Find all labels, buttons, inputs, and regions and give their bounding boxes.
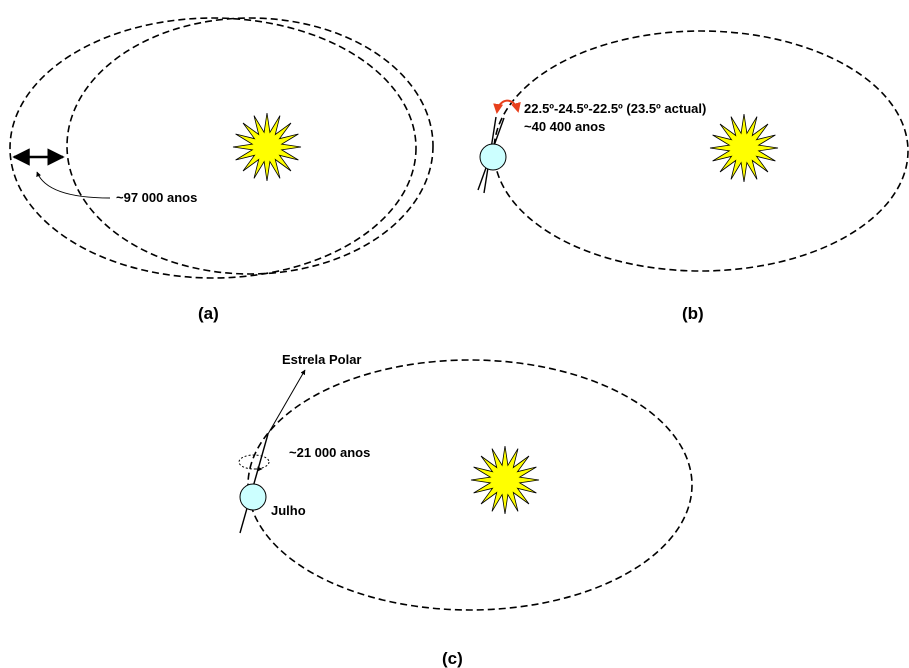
orbit-b [493,30,909,272]
tilt-range-label: 22.5º-24.5º-22.5º (23.5º actual) [524,101,706,116]
orbit-outer [9,17,417,279]
orbit-inner [66,17,434,275]
sun-rays [470,445,540,515]
curved-arrow-icon [36,171,111,199]
axis-line [239,433,269,534]
precession-period-label: ~21 000 anos [289,445,370,460]
earth-icon [479,143,507,171]
earth-icon [239,483,267,511]
sun-icon [232,112,302,182]
orbit-c [247,359,693,611]
tilt-arrow-icon [493,99,521,114]
sun-icon [709,113,779,183]
panel-b-caption: (b) [682,304,704,323]
sun-rays [709,113,779,183]
sun-icon [470,445,540,515]
pole-star-pointer [267,369,306,435]
panel-a-eccentricity: ~97 000 anos (a) [9,17,434,323]
pole-star-label: Estrela Polar [282,352,362,367]
obliquity-period-label: ~40 400 anos [524,119,605,134]
eccentricity-period-label: ~97 000 anos [116,190,197,205]
panel-c-caption: (c) [442,649,463,668]
july-label: Julho [271,503,306,518]
sun-rays [232,112,302,182]
panel-a-caption: (a) [198,304,219,323]
panel-b-obliquity: 22.5º-24.5º-22.5º (23.5º actual) ~40 400… [477,30,909,323]
panel-c-precession: Estrela Polar ~21 000 anos Julho (c) [238,352,693,668]
